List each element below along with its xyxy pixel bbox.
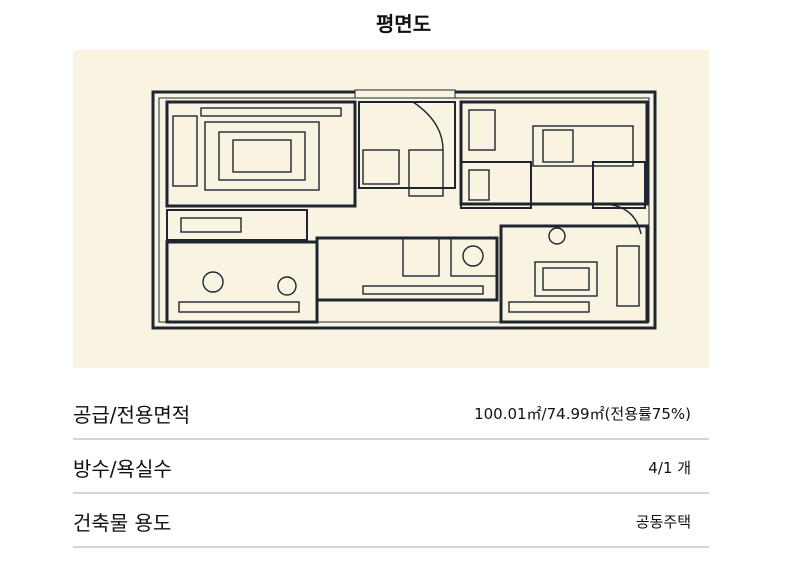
- info-list: 공급/전용면적 100.01㎡/74.99㎡(전용률75%) 방수/욕실수 4/…: [73, 386, 709, 548]
- info-row-rooms: 방수/욕실수 4/1 개: [73, 440, 709, 494]
- info-row-area: 공급/전용면적 100.01㎡/74.99㎡(전용률75%): [73, 386, 709, 440]
- info-row-usage: 건축물 용도 공동주택: [73, 494, 709, 548]
- info-value: 4/1 개: [648, 459, 691, 477]
- info-label: 방수/욕실수: [73, 457, 172, 481]
- page-title: 평면도: [375, 12, 432, 36]
- info-value: 공동주택: [635, 513, 691, 531]
- info-label: 공급/전용면적: [73, 403, 191, 427]
- info-label: 건축물 용도: [73, 511, 172, 535]
- floor-plan-image: [73, 50, 709, 368]
- floor-plan-drawing: [151, 89, 657, 330]
- info-value: 100.01㎡/74.99㎡(전용률75%): [474, 405, 691, 423]
